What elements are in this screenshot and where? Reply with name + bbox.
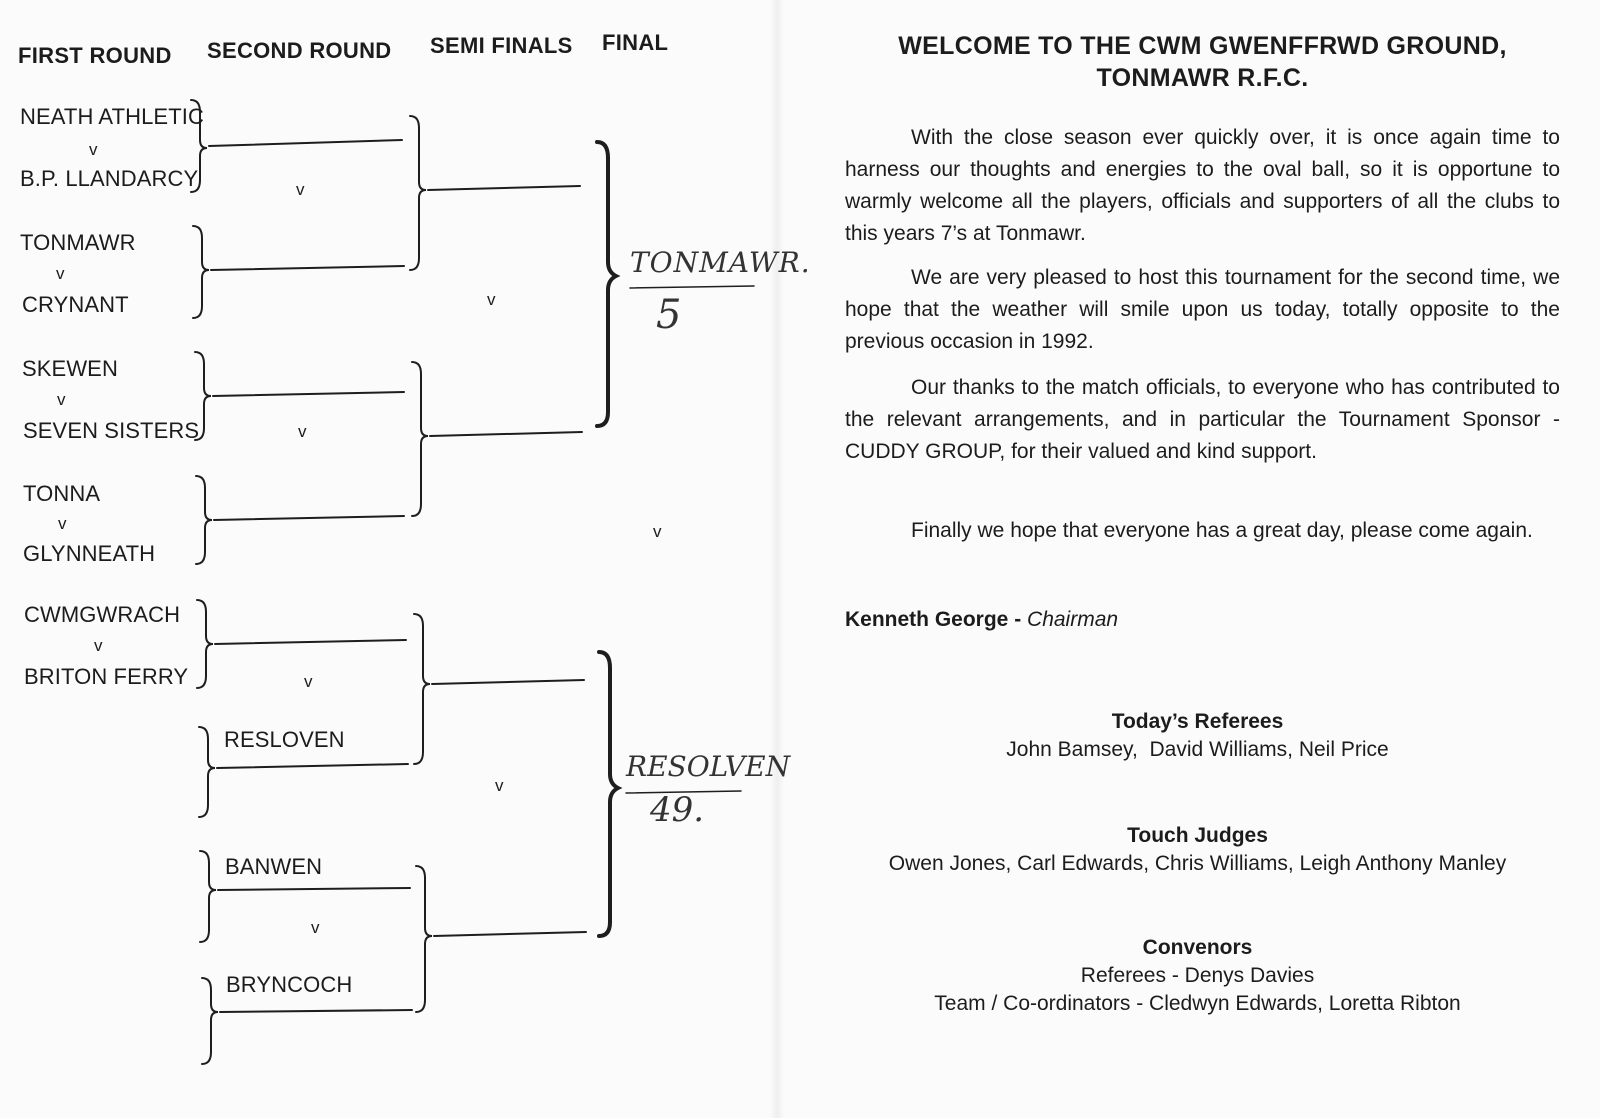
- touch-judges-names: Owen Jones, Carl Edwards, Chris Williams…: [888, 852, 1507, 875]
- winner-line: [427, 185, 581, 191]
- brace: [196, 599, 214, 689]
- team-briton-ferry: BRITON FERRY: [24, 664, 189, 689]
- team-crynant: CRYNANT: [22, 292, 129, 317]
- winner-line: [214, 639, 407, 645]
- versus-label: v: [304, 672, 313, 691]
- welcome-paragraph-4: Finally we hope that everyone has a grea…: [911, 519, 1533, 542]
- welcome-paragraph-2: We are very pleased to host this tournam…: [845, 266, 1560, 353]
- bracket-lines: [190, 99, 755, 1065]
- winner-line: [210, 265, 405, 271]
- team-banwen: BANWEN: [225, 854, 323, 879]
- versus-label: v: [311, 918, 320, 937]
- brace: [192, 225, 210, 319]
- brace: [413, 613, 431, 765]
- brace: [409, 115, 427, 271]
- team-resloven: RESLOVEN: [224, 727, 345, 752]
- header-semi-finals: SEMI FINALS: [430, 33, 573, 58]
- team-skewen: SKEWEN: [22, 356, 118, 381]
- team-bryncoch: BRYNCOCH: [226, 972, 353, 997]
- page-fold: [770, 0, 784, 1118]
- versus-label: v: [56, 264, 65, 283]
- brace: [415, 865, 433, 1013]
- handwritten-underline: [629, 285, 755, 289]
- team-seven-sisters: SEVEN SISTERS: [23, 418, 200, 443]
- winner-line: [431, 679, 585, 685]
- brace: [190, 99, 208, 193]
- welcome-title-line2: TONMAWR R.F.C.: [1096, 64, 1309, 92]
- team-tonna: TONNA: [23, 481, 101, 506]
- winner-line: [217, 887, 411, 891]
- signature-role: Chairman: [1027, 608, 1119, 631]
- welcome-paragraph-1: With the close season ever quickly over,…: [845, 126, 1560, 245]
- versus-label: v: [89, 140, 98, 159]
- brace: [411, 361, 429, 517]
- welcome-title-line1: WELCOME TO THE CWM GWENFFRWD GROUND,: [898, 32, 1507, 60]
- brace: [195, 475, 213, 565]
- header-second-round: SECOND ROUND: [207, 38, 392, 63]
- handwritten-semi1-score: 5: [656, 292, 682, 338]
- versus-label: v: [298, 422, 307, 441]
- team-cwmgwrach: CWMGWRACH: [24, 602, 181, 627]
- team-glynneath: GLYNNEATH: [23, 541, 156, 566]
- handwritten-semi2-winner: RESOLVEN: [626, 750, 791, 783]
- versus-label: v: [296, 180, 305, 199]
- touch-judges-heading: Touch Judges: [1127, 824, 1268, 847]
- signature: Kenneth George - Chairman: [845, 604, 1560, 636]
- team-bp-llandarcy: B.P. LLANDARCY: [20, 166, 199, 191]
- brace: [201, 977, 219, 1065]
- versus-label: v: [653, 522, 662, 541]
- winner-line: [433, 931, 587, 937]
- welcome-paragraph-3: Our thanks to the match officials, to ev…: [845, 376, 1560, 463]
- versus-label: v: [495, 776, 504, 795]
- winner-line: [219, 1009, 413, 1013]
- convenors-referees: Referees - Denys Davies: [1080, 964, 1315, 987]
- handwritten-semi1-winner: TONMAWR.: [630, 246, 811, 279]
- signature-name: Kenneth George: [845, 608, 1009, 631]
- brace: [194, 351, 212, 441]
- convenors-heading: Convenors: [1142, 936, 1253, 959]
- header-first-round: FIRST ROUND: [18, 43, 172, 68]
- convenors-team-coordinators: Team / Co-ordinators - Cledwyn Edwards, …: [934, 992, 1461, 1015]
- team-tonmawr: TONMAWR: [20, 230, 136, 255]
- team-neath-athletic: NEATH ATHLETIC: [20, 104, 204, 129]
- referees-names: John Bamsey, David Williams, Neil Price: [1006, 738, 1389, 761]
- winner-line: [208, 139, 403, 147]
- brace: [597, 650, 623, 938]
- winner-line: [212, 391, 405, 397]
- header-final: FINAL: [602, 30, 669, 55]
- versus-label: v: [57, 390, 66, 409]
- winner-line: [216, 763, 409, 769]
- brace: [198, 726, 216, 818]
- handwritten-underline: [625, 790, 742, 794]
- versus-label: v: [94, 636, 103, 655]
- winner-line: [429, 431, 583, 437]
- versus-label: v: [58, 514, 67, 533]
- referees-heading: Today’s Referees: [1111, 710, 1284, 733]
- versus-label: v: [487, 290, 496, 309]
- winner-line: [213, 515, 405, 521]
- brace: [199, 850, 217, 943]
- brace: [595, 140, 621, 428]
- signature-separator: -: [1008, 608, 1028, 631]
- handwritten-semi2-score: 49.: [650, 790, 705, 830]
